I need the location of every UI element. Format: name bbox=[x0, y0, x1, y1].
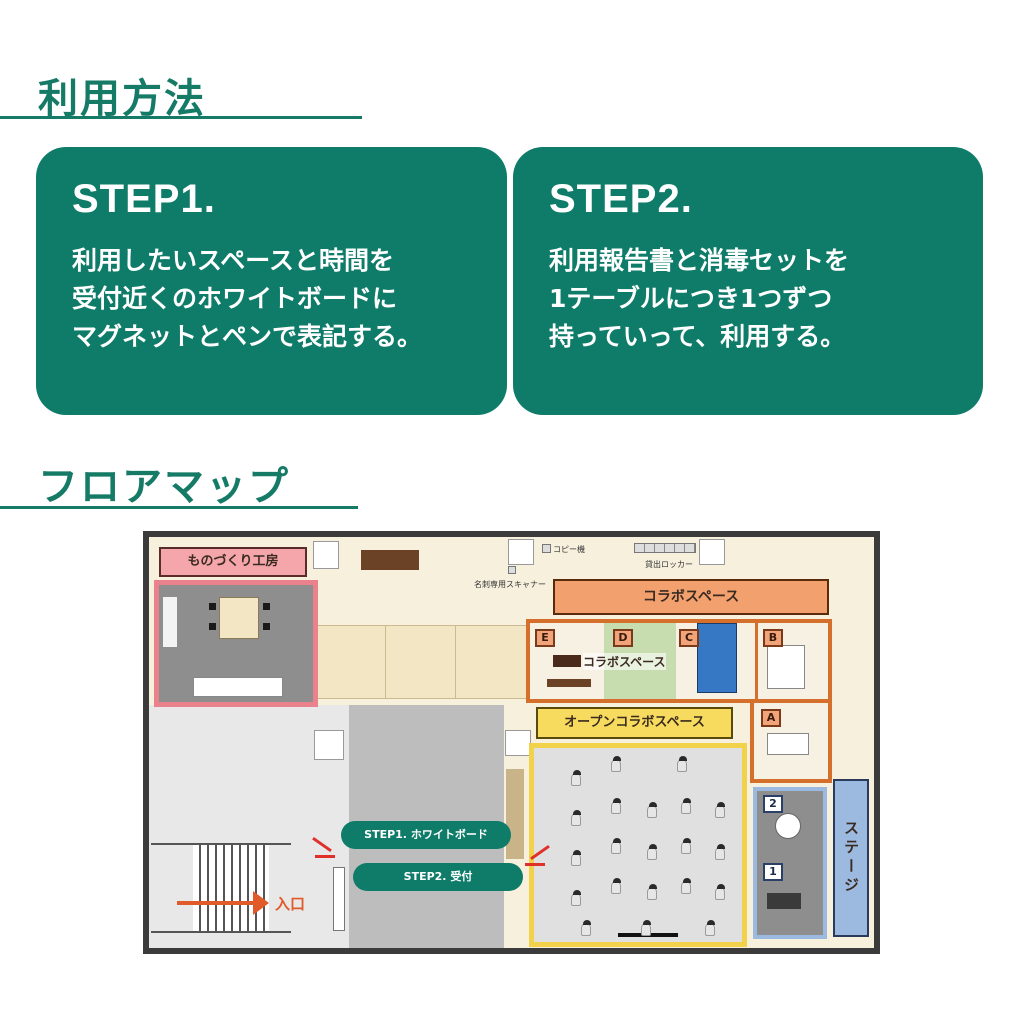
step2-card: STEP2. 利用報告書と消毒セットを 1テーブルにつき1つずつ 持っていって、… bbox=[513, 147, 983, 415]
copier-label: コピー機 bbox=[553, 545, 585, 554]
booth-a-label: A bbox=[761, 709, 781, 727]
step2-line-3: 持っていって、利用する。 bbox=[549, 322, 846, 351]
booth-d-label: D bbox=[613, 629, 633, 647]
open-collab-label: オープンコラボスペース bbox=[536, 707, 733, 739]
floor-map-canvas: コピー機 貸出ロッカー 名刺専用スキャナー ものづくり工房 コラボスペース E … bbox=[149, 537, 874, 948]
collab-header-label: コラボスペース bbox=[553, 579, 829, 615]
step1-line-3: マグネットとペンで表記する。 bbox=[72, 322, 423, 351]
usage-section-title: 利用方法 bbox=[38, 76, 206, 122]
top-table bbox=[361, 550, 419, 570]
entrance-arrow bbox=[177, 901, 263, 905]
locker-label: 貸出ロッカー bbox=[645, 560, 693, 569]
stage-seat-2-label: 2 bbox=[763, 795, 783, 813]
floor-section-title: フロアマップ bbox=[38, 464, 290, 510]
step2-reception-pill: STEP2. 受付 bbox=[353, 863, 523, 891]
step1-card: STEP1. 利用したいスペースと時間を 受付近くのホワイトボードに マグネット… bbox=[36, 147, 507, 415]
usage-section-rule bbox=[0, 116, 362, 119]
copier-icon bbox=[542, 544, 551, 553]
stairs bbox=[151, 843, 291, 933]
booth-c-label: C bbox=[679, 629, 699, 647]
step2-body: 利用報告書と消毒セットを 1テーブルにつき1つずつ 持っていって、利用する。 bbox=[549, 242, 947, 356]
step2-line-1: 利用報告書と消毒セットを bbox=[549, 246, 850, 275]
booth-e-label: E bbox=[535, 629, 555, 647]
stage-label: ステージ bbox=[833, 779, 869, 937]
step1-whiteboard-pill: STEP1. ホワイトボード bbox=[341, 821, 511, 849]
collab-inside-label: コラボスペース bbox=[583, 653, 666, 670]
booth-b-label: B bbox=[763, 629, 783, 647]
workshop-table bbox=[219, 597, 259, 639]
entrance-label: 入口 bbox=[275, 895, 306, 913]
corridor-panels bbox=[315, 625, 527, 699]
workshop-label: ものづくり工房 bbox=[159, 547, 307, 577]
step1-body: 利用したいスペースと時間を 受付近くのホワイトボードに マグネットとペンで表記す… bbox=[72, 242, 471, 356]
step1-line-1: 利用したいスペースと時間を bbox=[72, 246, 395, 275]
step1-title: STEP1. bbox=[72, 177, 216, 221]
step2-line-2: 1テーブルにつき1つずつ bbox=[549, 284, 833, 313]
scanner-icon bbox=[508, 566, 516, 574]
floor-map: コピー機 貸出ロッカー 名刺専用スキャナー ものづくり工房 コラボスペース E … bbox=[143, 531, 880, 954]
step2-title: STEP2. bbox=[549, 177, 693, 221]
scanner-label: 名刺専用スキャナー bbox=[474, 580, 546, 589]
open-collab-area bbox=[529, 743, 747, 947]
stage-seat-1-label: 1 bbox=[763, 863, 783, 881]
booth-a-area bbox=[750, 699, 832, 783]
floor-section-rule bbox=[0, 506, 358, 509]
locker-icon bbox=[634, 543, 696, 553]
booth-c-table bbox=[697, 623, 737, 693]
step1-line-2: 受付近くのホワイトボードに bbox=[72, 284, 398, 313]
